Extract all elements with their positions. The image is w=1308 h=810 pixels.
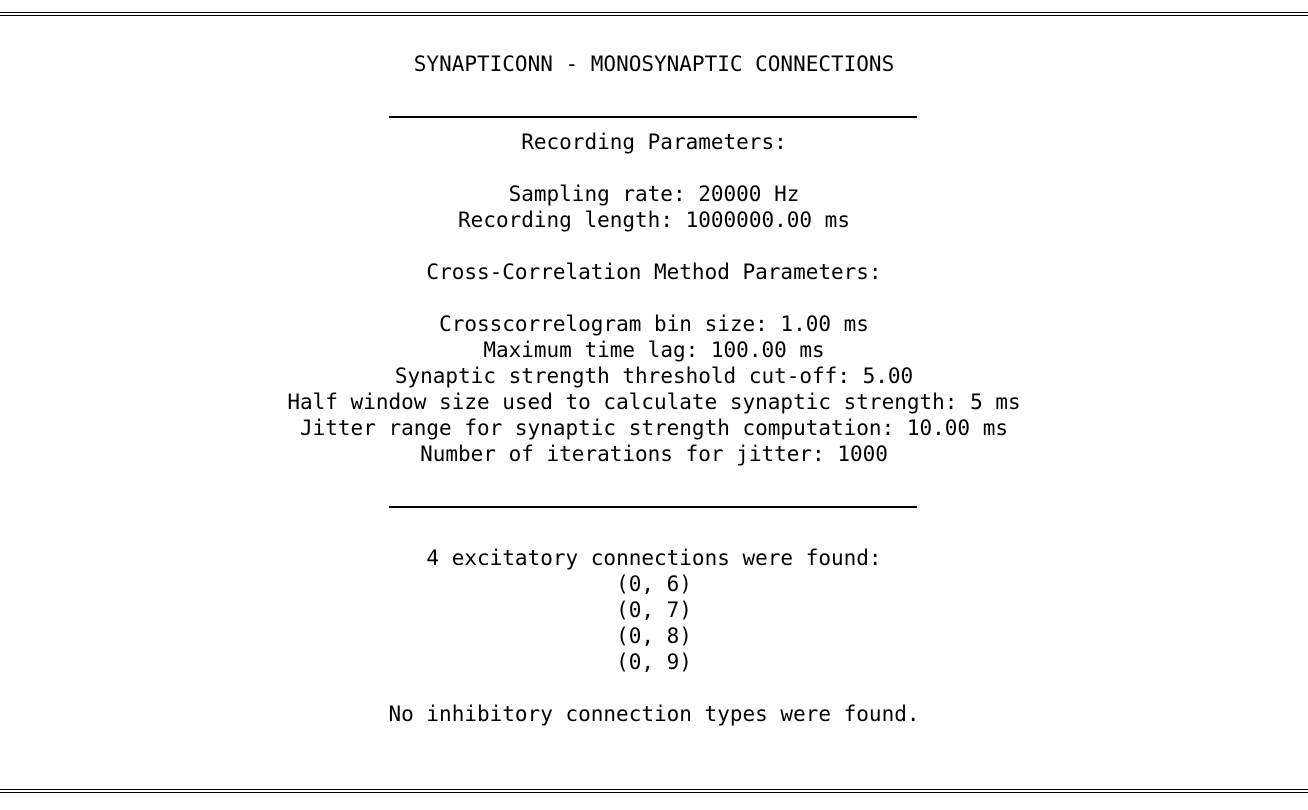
excitatory-connection: (0, 9)	[616, 650, 692, 674]
report-title: SYNAPTICONN - MONOSYNAPTIC CONNECTIONS	[413, 52, 895, 76]
excitatory-connection: (0, 7)	[616, 598, 692, 622]
max-lag-line: Maximum time lag: 100.00 ms	[483, 338, 825, 362]
excitatory-summary: 4 excitatory connections were found:	[426, 546, 882, 570]
excitatory-connection: (0, 6)	[616, 572, 692, 596]
top-double-rule	[0, 12, 1308, 16]
ccg-parameters-heading: Cross-Correlation Method Parameters:	[426, 260, 882, 284]
inhibitory-summary: No inhibitory connection types were foun…	[388, 702, 920, 726]
section-separator-top	[389, 116, 917, 118]
jitter-iterations-line: Number of iterations for jitter: 1000	[420, 442, 888, 466]
half-window-line: Half window size used to calculate synap…	[287, 390, 1021, 414]
sampling-rate-line: Sampling rate: 20000 Hz	[508, 182, 800, 206]
section-separator-bottom	[389, 506, 917, 508]
recording-parameters-heading: Recording Parameters:	[521, 130, 787, 154]
bottom-double-rule	[0, 789, 1308, 793]
bin-size-line: Crosscorrelogram bin size: 1.00 ms	[439, 312, 869, 336]
recording-length-line: Recording length: 1000000.00 ms	[458, 208, 850, 232]
excitatory-connection: (0, 8)	[616, 624, 692, 648]
threshold-line: Synaptic strength threshold cut-off: 5.0…	[394, 364, 914, 388]
jitter-range-line: Jitter range for synaptic strength compu…	[299, 416, 1008, 440]
